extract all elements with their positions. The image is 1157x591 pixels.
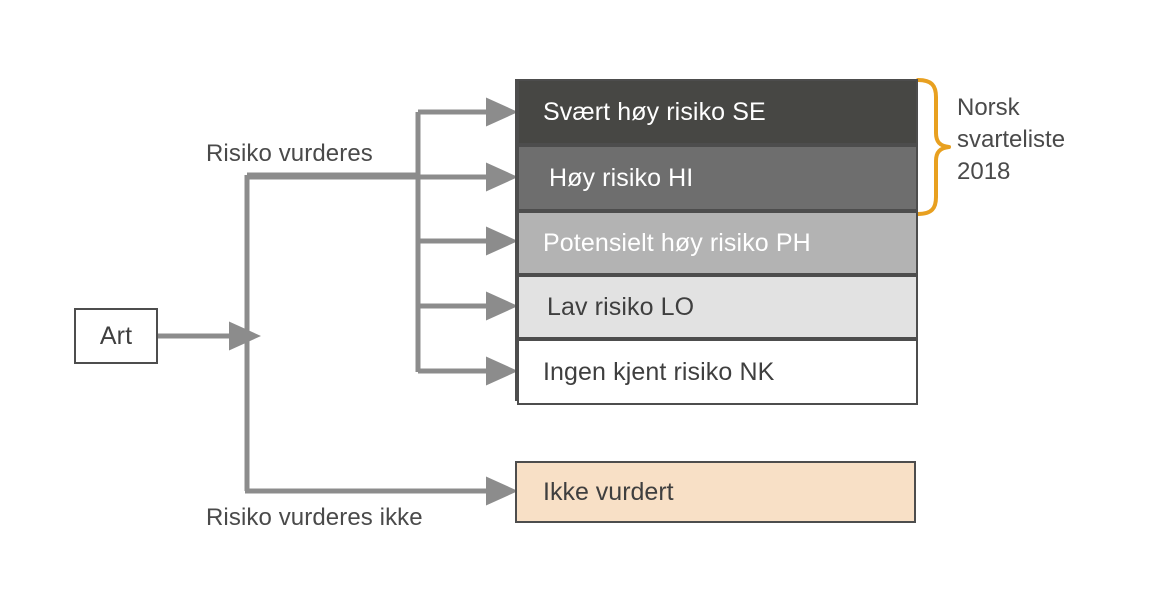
risk-row-hi[interactable]: Høy risiko HI (517, 145, 918, 211)
risk-row-nk-label: Ingen kjent risiko NK (543, 357, 775, 386)
risk-row-ph-label: Potensielt høy risiko PH (543, 228, 811, 257)
node-ikke-vurdert-label: Ikke vurdert (543, 477, 674, 506)
node-art-label: Art (99, 321, 133, 350)
node-ikke-vurdert[interactable]: Ikke vurdert (515, 461, 916, 523)
edge-label-risiko-vurderes-ikke: Risiko vurderes ikke (206, 504, 423, 531)
svarteliste-line-2: svarteliste (957, 126, 1066, 153)
risk-row-lo[interactable]: Lav risiko LO (517, 275, 918, 339)
risk-row-se[interactable]: Svært høy risiko SE (517, 79, 918, 145)
risk-row-lo-label: Lav risiko LO (547, 292, 695, 321)
risk-row-ph[interactable]: Potensielt høy risiko PH (517, 211, 918, 275)
risk-category-stack: Svært høy risiko SE Høy risiko HI Potens… (515, 79, 918, 405)
risk-row-se-label: Svært høy risiko SE (543, 97, 766, 126)
risk-row-nk[interactable]: Ingen kjent risiko NK (517, 339, 918, 405)
node-art[interactable]: Art (74, 308, 158, 364)
svarteliste-annotation: Norsk svarteliste 2018 (957, 92, 1117, 188)
edge-label-risiko-vurderes: Risiko vurderes (206, 140, 373, 167)
svarteliste-line-1: Norsk (957, 94, 1020, 121)
risk-row-hi-label: Høy risiko HI (549, 163, 694, 192)
svarteliste-brace (916, 78, 951, 216)
svarteliste-line-3: 2018 (957, 158, 1011, 185)
